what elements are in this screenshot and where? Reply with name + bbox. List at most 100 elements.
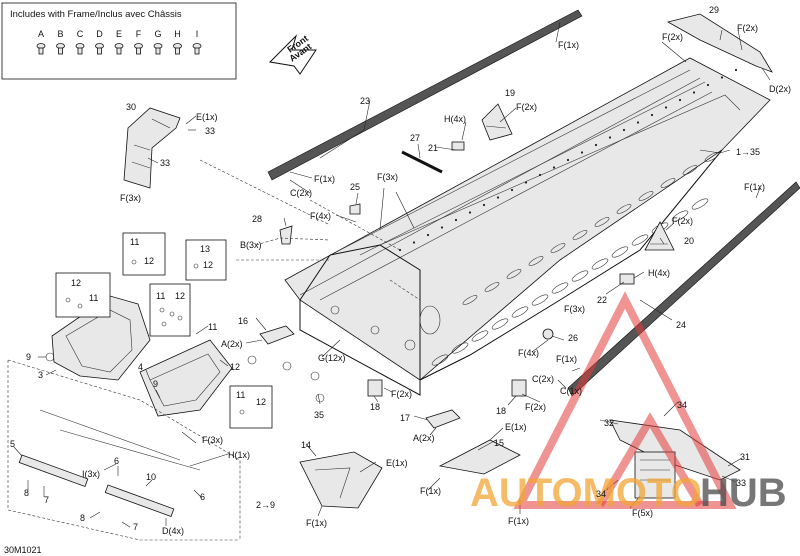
tunnel-hole [496, 196, 500, 199]
label-F1x-bottom: F(1x) [508, 516, 529, 526]
watermark-part2: HUB [700, 471, 787, 515]
part-25-clip [349, 203, 361, 215]
part-18b-plate [511, 379, 527, 397]
label-18-right: 18 [496, 406, 506, 416]
part-29-support [666, 13, 773, 73]
label-F4x-a: F(4x) [310, 211, 331, 221]
label-D2x: D(2x) [769, 84, 791, 94]
label-30: 30 [126, 102, 136, 112]
tunnel-slot [550, 243, 566, 253]
tunnel-slot [616, 204, 632, 214]
label-F2x-mid-left: F(2x) [391, 389, 412, 399]
label-30-E1x: E(1x) [196, 112, 218, 122]
label-19: 19 [505, 88, 515, 98]
includes-box-title: Includes with Frame/Inclus avec Châssis [10, 9, 182, 20]
tunnel-hole [482, 203, 486, 207]
label-24: 24 [676, 320, 686, 330]
label-12-c: 12 [71, 278, 81, 288]
tunnel-slot [591, 258, 609, 270]
label-11-b: 11 [89, 293, 98, 303]
label-14: 14 [301, 440, 311, 450]
label-11-c: 11 [156, 291, 165, 301]
tunnel-hole [650, 113, 654, 117]
tunnel-hole [538, 173, 542, 177]
tunnel-slot [531, 294, 549, 306]
label-12-d: 12 [175, 291, 185, 301]
label-F3x-center: F(3x) [377, 172, 398, 182]
label-18-left: 18 [370, 402, 380, 412]
label-33-right: 33 [736, 478, 746, 488]
label-26: 26 [568, 333, 578, 343]
part-14-bracket [299, 451, 383, 509]
label-34-bottom: 34 [596, 489, 606, 499]
tunnel-hole [468, 211, 472, 214]
label-F5x: F(5x) [632, 508, 653, 518]
label-29: 29 [709, 5, 719, 15]
tunnel-hole [510, 188, 514, 192]
label-F3x-left: F(3x) [202, 435, 223, 445]
label-12-b: 12 [203, 260, 213, 270]
tunnel-slot [551, 282, 569, 294]
label-11-a: 11 [130, 237, 139, 247]
label-15-E1x: E(1x) [505, 422, 527, 432]
label-27: 27 [410, 133, 420, 143]
label-8-b: 8 [80, 513, 85, 523]
label-11-d: 11 [208, 322, 217, 332]
part-22-clip [619, 273, 635, 285]
hardware-letter-b: B [57, 29, 63, 39]
label-15: 15 [494, 438, 504, 448]
label-33-b: 33 [160, 158, 170, 168]
hardware-icon-c [75, 43, 85, 55]
hardware-box-11-12-a [122, 232, 166, 276]
label-B3x: B(3x) [240, 240, 262, 250]
part-21-clip [451, 141, 465, 151]
label-I3x: I(3x) [82, 469, 100, 479]
tunnel-slot [682, 165, 698, 175]
hardware-letter-f: F [136, 29, 142, 39]
label-12-f: 12 [230, 362, 240, 372]
tunnel-hole [594, 143, 598, 147]
hardware-letter-h: H [174, 29, 181, 39]
hardware-box-11-12-c [149, 283, 191, 337]
part-16-block [259, 325, 295, 345]
label-G12x: G(12x) [318, 353, 346, 363]
label-20: 20 [684, 236, 694, 246]
label-15-F1x: F(1x) [420, 486, 441, 496]
label-13: 13 [200, 244, 210, 254]
hardware-letter-a: A [38, 29, 44, 39]
part-19-bracket [481, 103, 513, 141]
label-34-top: 34 [677, 400, 687, 410]
tunnel-hole [524, 181, 528, 184]
watermark-logo: AUTOMOTO HUB [470, 291, 787, 515]
tunnel-hole [636, 121, 640, 124]
part-28-bracket [279, 225, 293, 245]
label-F3x-right: F(3x) [564, 304, 585, 314]
hardware-icon-g [153, 43, 163, 55]
label-11-e: 11 [236, 390, 245, 400]
label-19-F2x: F(2x) [516, 102, 537, 112]
label-14-E1x: E(1x) [386, 458, 408, 468]
label-C1x: C(1x) [560, 386, 582, 396]
tunnel-hole [454, 218, 458, 222]
label-H4x-right: H(4x) [648, 268, 670, 278]
label-3: 3 [38, 370, 43, 380]
label-5: 5 [10, 439, 15, 449]
label-8-a: 8 [24, 488, 29, 498]
label-14-F1x: F(1x) [306, 518, 327, 528]
label-31: 31 [740, 452, 750, 462]
tunnel-frame [284, 57, 771, 396]
hardware-letter-g: G [154, 29, 161, 39]
tunnel-hole [734, 68, 738, 72]
hardware-icon-a [36, 43, 46, 55]
tunnel-hole [608, 136, 612, 139]
label-6-b: 6 [200, 492, 205, 502]
tunnel-hole [720, 76, 724, 79]
label-F1x-a: F(1x) [314, 174, 335, 184]
part-20-bracket [644, 221, 675, 251]
label-12-a: 12 [144, 256, 154, 266]
label-17: 17 [400, 413, 410, 423]
label-32: 32 [604, 418, 614, 428]
tunnel-slot [691, 198, 709, 210]
tunnel-hole [412, 241, 416, 244]
